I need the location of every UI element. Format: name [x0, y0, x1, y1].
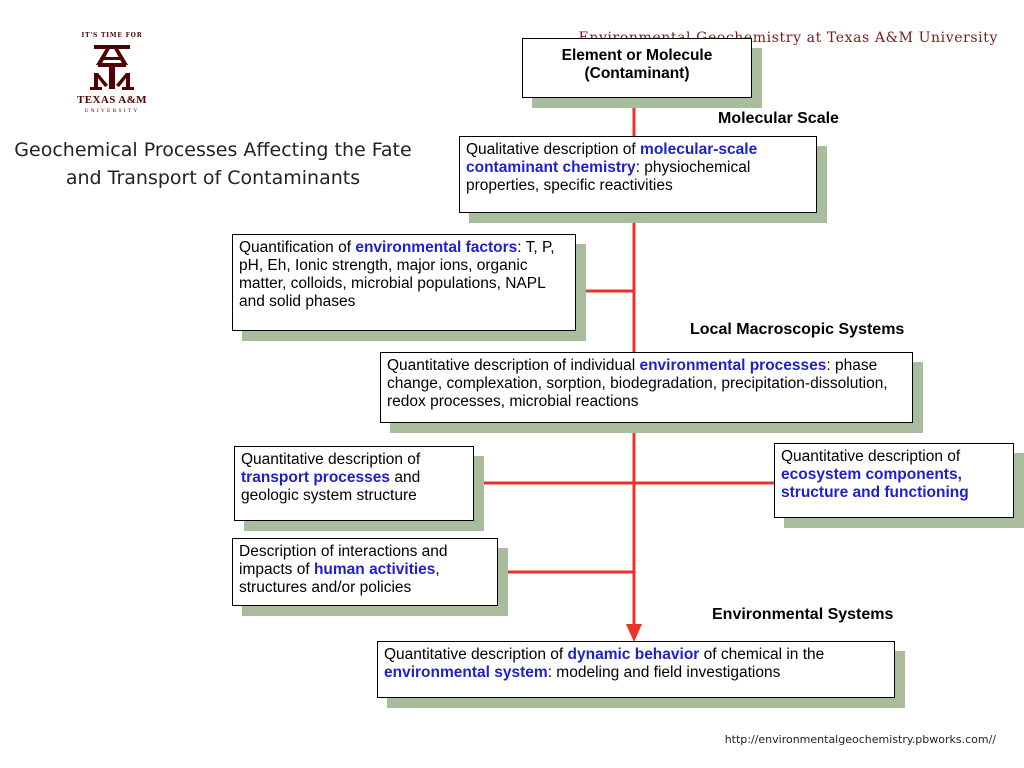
env-factors-pre: Quantification of — [239, 239, 356, 256]
env-processes-post: : phase change, complexation, sorption, … — [387, 357, 888, 410]
qualitative-post: : physiochemical properties, specific re… — [466, 159, 751, 194]
label-local-macroscopic: Local Macroscopic Systems — [690, 321, 905, 338]
logo-name: TEXAS A&M — [77, 94, 147, 106]
transport-post: and geologic system structure — [241, 469, 421, 504]
env-factors-highlight: environmental factors — [355, 239, 518, 256]
env-processes-highlight: environmental processes — [639, 357, 827, 374]
qualitative-pre: Qualitative description of — [466, 141, 641, 158]
box-element-molecule: Element or Molecule (Contaminant) — [522, 38, 752, 98]
box-environmental-processes: Quantitative description of individual e… — [380, 352, 913, 423]
dynamic-mid: of chemical in the — [699, 646, 825, 663]
logo-university: UNIVERSITY — [84, 108, 140, 114]
box-environmental-factors: Quantification of environmental factors:… — [232, 234, 576, 331]
footer-url: http://environmentalgeochemistry.pbworks… — [724, 733, 996, 746]
dynamic-highlight-1: dynamic behavior — [567, 646, 700, 663]
env-factors-post: : T, P, pH, Eh, Ionic strength, major io… — [239, 239, 555, 310]
human-pre: Description of interactions and impacts … — [239, 543, 448, 578]
human-highlight: human activities — [313, 561, 436, 578]
env-processes-pre: Quantitative description of individual — [387, 357, 640, 374]
tamu-logo: IT'S TIME FOR TEXAS A&M UNIVERSITY — [62, 30, 162, 130]
dynamic-highlight-2: environmental system — [384, 664, 548, 681]
human-post: , structures and/or policies — [239, 561, 440, 596]
dynamic-pre: Quantitative description of — [384, 646, 568, 663]
dynamic-post: : modeling and field investigations — [547, 664, 781, 681]
label-molecular-scale: Molecular Scale — [718, 110, 839, 127]
atm-emblem-icon — [90, 45, 134, 90]
box-human-activities: Description of interactions and impacts … — [232, 538, 498, 606]
transport-pre: Quantitative description of — [241, 451, 421, 468]
box-qualitative-description: Qualitative description of molecular-sca… — [459, 136, 817, 213]
element-line2: (Contaminant) — [584, 65, 690, 82]
box-ecosystem-components: Quantitative description of ecosystem co… — [774, 443, 1014, 518]
arrowhead-icon — [626, 624, 642, 642]
box-transport-processes: Quantitative description of transport pr… — [234, 446, 474, 521]
box-dynamic-behavior: Quantitative description of dynamic beha… — [377, 641, 895, 698]
label-environmental-systems: Environmental Systems — [712, 606, 894, 623]
ecosystem-highlight: ecosystem components, structure and func… — [781, 466, 969, 501]
ecosystem-pre: Quantitative description of — [781, 448, 961, 465]
transport-highlight: transport processes — [241, 469, 391, 486]
qualitative-highlight: molecular-scale contaminant chemistry — [466, 141, 758, 176]
element-line1: Element or Molecule — [561, 47, 713, 64]
logo-tagline: IT'S TIME FOR — [81, 32, 143, 39]
slide-title: Geochemical Processes Affecting the Fate… — [14, 139, 412, 189]
